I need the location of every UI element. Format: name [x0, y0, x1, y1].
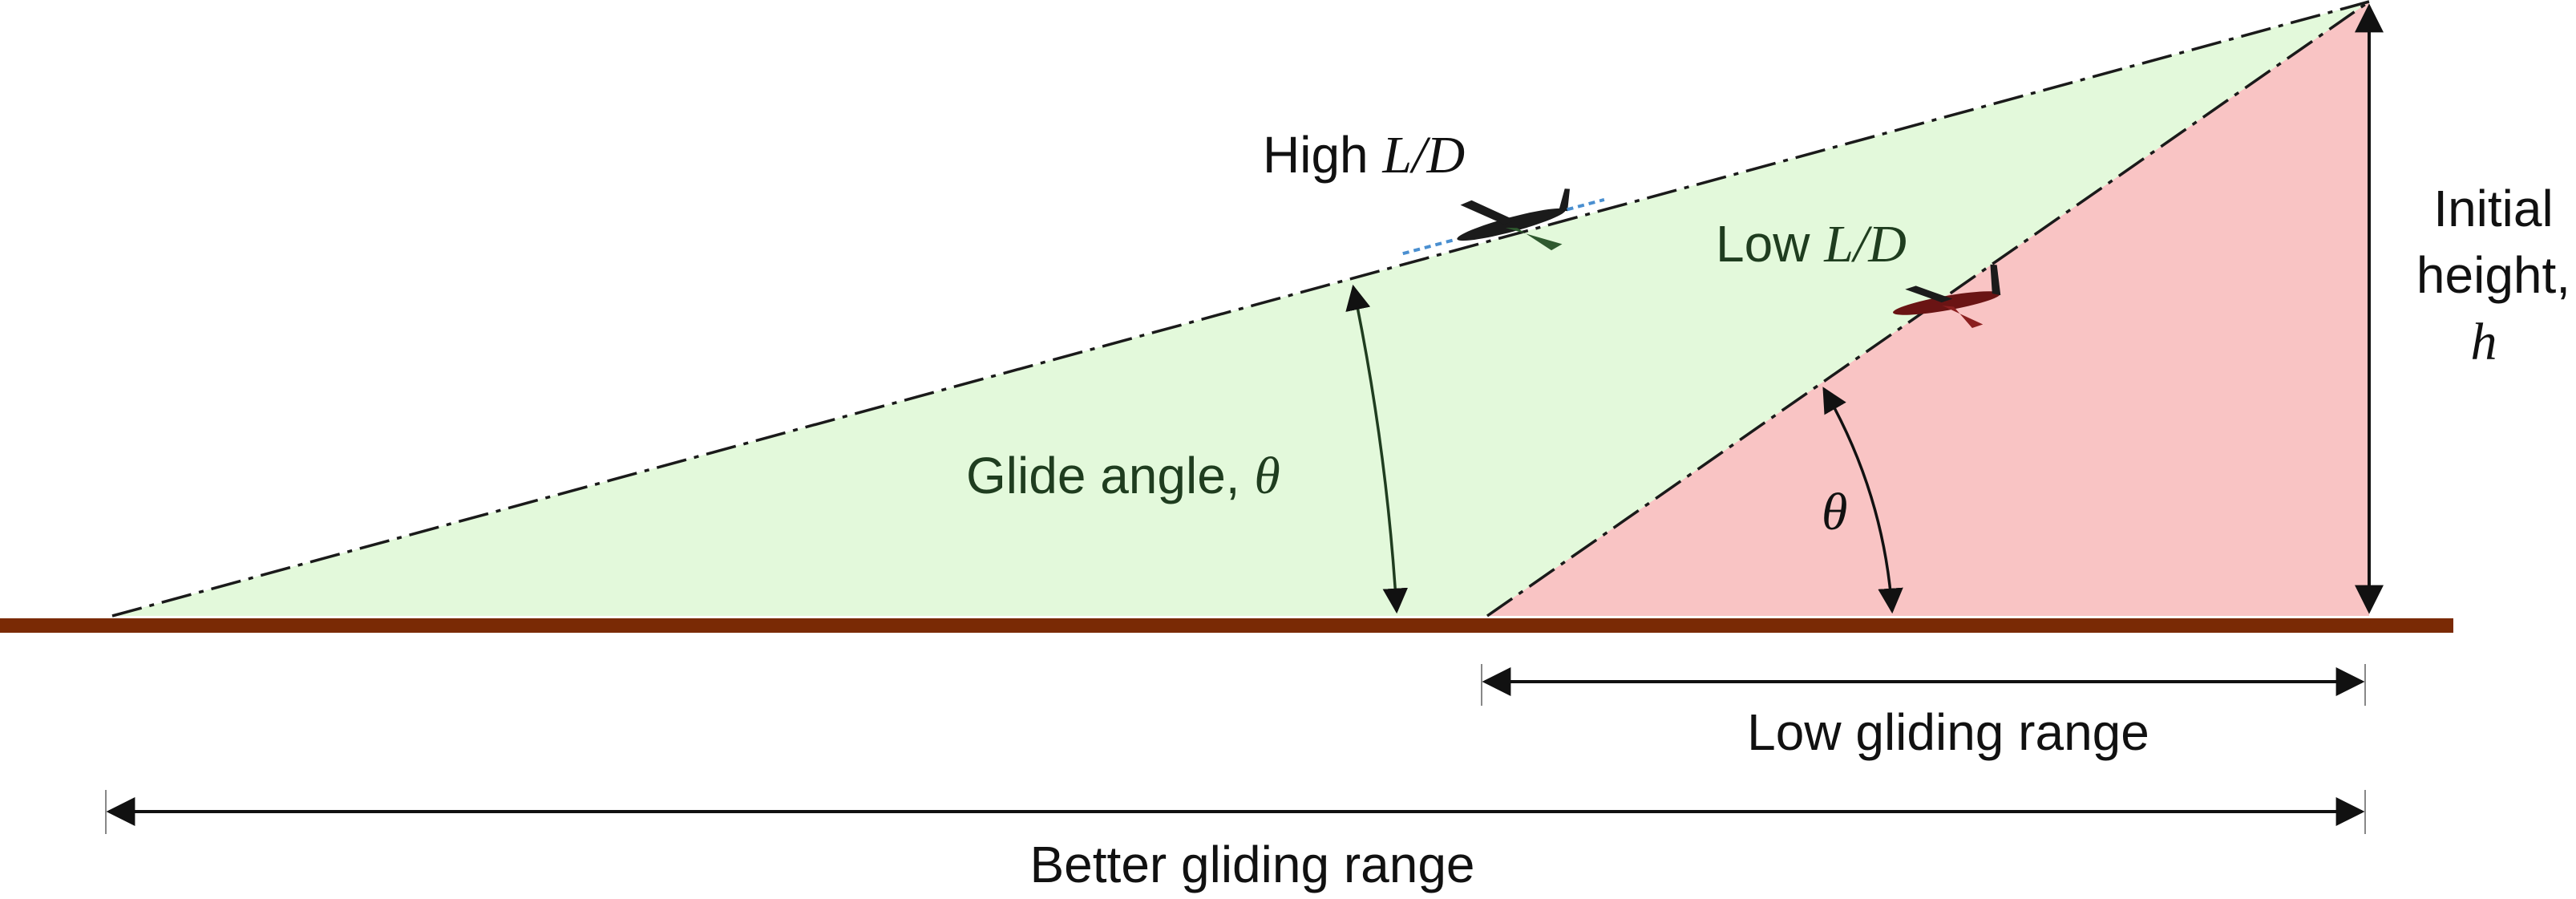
glider-icon [1402, 188, 1605, 256]
glide-angle-label: Glide angle, θ [966, 447, 1280, 505]
low-range-label: Low gliding range [1747, 703, 2149, 761]
better-range-label: Better gliding range [1029, 836, 1474, 893]
glide-angle-arc-low [1822, 387, 1903, 614]
glide-angle-arc-high [1345, 284, 1409, 614]
low-range-dimension [1481, 664, 2366, 706]
better-range-dimension [105, 790, 2366, 834]
low-ld-label: Low L/D [1716, 215, 1907, 273]
theta-label: θ [1822, 483, 1847, 541]
high-ld-glide-path [111, 0, 2370, 618]
initial-height-line1: Initial [2433, 180, 2553, 237]
glider-icon [1893, 264, 2001, 328]
initial-height-line2: height, [2416, 246, 2570, 304]
initial-height-symbol: h [2471, 313, 2497, 371]
high-ld-label: High L/D [1263, 126, 1465, 184]
